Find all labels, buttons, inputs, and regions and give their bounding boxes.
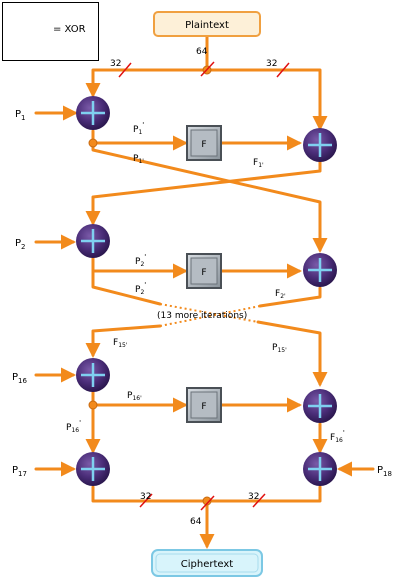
- label-r2-f-out: F2': [275, 289, 286, 300]
- width-left-half: 32: [110, 59, 121, 69]
- plaintext-box: Plaintext: [153, 11, 261, 37]
- label-r16-f-out: F16': [330, 429, 345, 444]
- label-r1-f-out: F1': [253, 158, 264, 169]
- label-r2-f-in: P2': [135, 253, 146, 268]
- width-input: 64: [196, 47, 208, 57]
- wire-out-left: [91, 485, 209, 503]
- xor-r16-right: [303, 389, 337, 423]
- f-box-r1: F: [186, 125, 222, 161]
- f-label-r1: F: [201, 140, 206, 150]
- iterations-note: (13 more iterations): [157, 311, 247, 321]
- wire-r15-left: [85, 324, 162, 358]
- wire-left-half: [85, 68, 209, 98]
- width-output-left: 32: [140, 492, 151, 502]
- wire-r15-right: [256, 320, 328, 387]
- f-box-r16: F: [186, 387, 222, 423]
- xor-final-left: [76, 452, 110, 486]
- label-right-15: P15': [272, 343, 287, 354]
- width-output: 64: [190, 517, 202, 527]
- label-p17: P17: [12, 465, 27, 478]
- xor-r16-left: [76, 358, 110, 392]
- label-p16: P16: [12, 372, 27, 385]
- label-p18: P18: [377, 465, 392, 478]
- wires: [34, 34, 375, 549]
- xor-r2-right: [303, 253, 337, 287]
- label-r1-cross: P1': [133, 154, 144, 165]
- xor-r1-left: [76, 96, 110, 130]
- bus-slashes: [118, 61, 290, 511]
- wire-r2-cross-right: [91, 269, 162, 306]
- xor-final-right: [303, 452, 337, 486]
- label-r16-left: P16': [66, 419, 81, 434]
- width-right-half: 32: [266, 59, 277, 69]
- plaintext-label: Plaintext: [185, 20, 229, 31]
- wire-r1-cross-left: [85, 160, 322, 226]
- wire-r2-cross-left: [258, 286, 322, 308]
- label-r1-f-in: P1': [133, 121, 144, 136]
- continuation-dots: [159, 303, 261, 327]
- legend-box: = XOR: [2, 2, 99, 61]
- label-p2: P2: [15, 238, 26, 251]
- label-left-15: F15': [113, 338, 128, 349]
- f-label-r2: F: [201, 268, 206, 278]
- wire-right-half: [205, 68, 328, 131]
- ciphertext-label: Ciphertext: [181, 559, 234, 570]
- ciphertext-box: Ciphertext: [151, 549, 263, 577]
- f-label-r16: F: [201, 402, 206, 412]
- label-r16-f-in: P16': [127, 391, 142, 402]
- label-p1: P1: [15, 109, 26, 122]
- xor-r2-left: [76, 224, 110, 258]
- width-output-right: 32: [248, 492, 259, 502]
- xor-nodes: [13, 16, 337, 486]
- wire-out-right: [205, 485, 322, 503]
- xor-r1-right: [303, 128, 337, 162]
- legend-label: = XOR: [53, 24, 86, 35]
- label-r2-cross: P2': [135, 281, 146, 296]
- f-box-r2: F: [186, 253, 222, 289]
